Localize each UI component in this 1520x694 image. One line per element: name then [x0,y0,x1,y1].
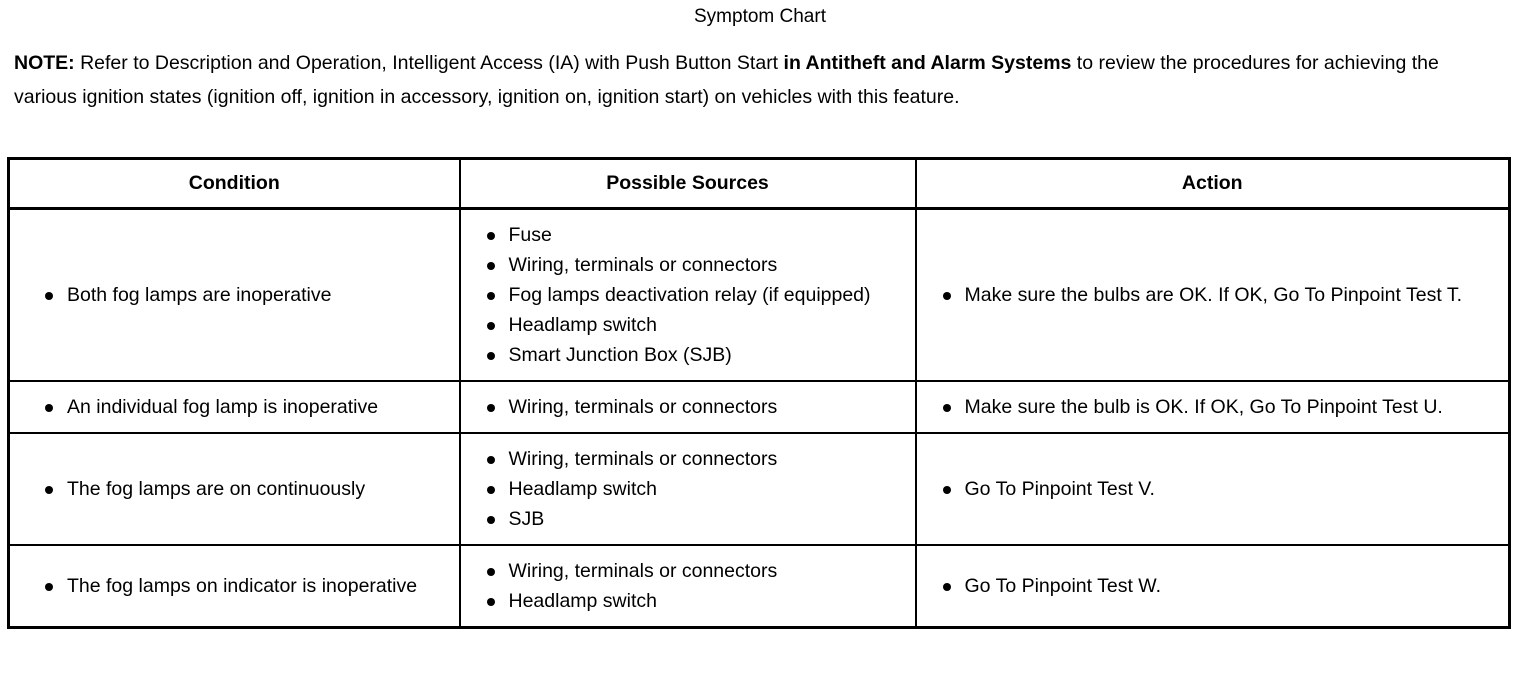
symptom-table: Condition Possible Sources Action Both f… [7,157,1511,629]
table-cell-action: Go To Pinpoint Test W. [915,544,1510,628]
bullet-list: The fog lamps are on continuously [44,474,449,504]
bullet-list: Make sure the bulb is OK. If OK, Go To P… [942,392,1499,422]
note-text-emphasis: in Antitheft and Alarm Systems [783,52,1072,74]
bullet-item: The fog lamps on indicator is inoperativ… [44,571,449,601]
table-cell-condition: The fog lamps are on continuously [8,432,461,545]
bullet-item: Fuse [486,220,905,250]
bullet-item: Fog lamps deactivation relay (if equippe… [486,280,905,310]
bullet-list: Both fog lamps are inoperative [44,280,449,310]
bullet-item: Wiring, terminals or connectors [486,392,905,422]
bullet-list: The fog lamps on indicator is inoperativ… [44,571,449,601]
bullet-list: Go To Pinpoint Test V. [942,474,1499,504]
bullet-item: Smart Junction Box (SJB) [486,340,905,370]
table-row: An individual fog lamp is inoperative Wir… [8,380,1510,433]
table-cell-action: Make sure the bulbs are OK. If OK, Go To… [916,209,1510,382]
bullet-item: SJB [486,504,905,534]
column-header-action: Action [915,158,1510,210]
bullet-list: Go To Pinpoint Test W. [942,571,1499,601]
bullet-list: An individual fog lamp is inoperative [44,392,449,422]
bullet-item: Make sure the bulb is OK. If OK, Go To P… [942,392,1499,422]
page-title: Symptom Chart [694,6,826,27]
note-text-part1: Refer to Description and Operation, Inte… [74,52,784,74]
table-cell-sources: Wiring, terminals or connectors [459,380,917,433]
bullet-item: Headlamp switch [486,586,905,616]
note-paragraph: NOTE: Refer to Description and Operation… [14,46,1506,114]
table-head: Condition Possible Sources Action [8,158,1510,210]
bullet-item: Both fog lamps are inoperative [44,280,449,310]
bullet-item: Go To Pinpoint Test V. [942,474,1499,504]
bullet-item: The fog lamps are on continuously [44,474,449,504]
column-header-condition: Condition [8,158,461,210]
bullet-item: Wiring, terminals or connectors [486,250,905,280]
bullet-item: An individual fog lamp is inoperative [44,392,449,422]
table-row: The fog lamps are on continuously Wiring,… [8,432,1510,545]
bullet-item: Wiring, terminals or connectors [486,444,905,474]
bullet-item: Wiring, terminals or connectors [486,556,905,586]
table-cell-condition: An individual fog lamp is inoperative [8,380,461,433]
table-header-row: Condition Possible Sources Action [8,158,1510,210]
table-cell-action: Go To Pinpoint Test V. [915,432,1510,545]
bullet-item: Go To Pinpoint Test W. [942,571,1499,601]
bullet-list: Wiring, terminals or connectors [486,392,905,422]
table-cell-action: Make sure the bulb is OK. If OK, Go To P… [915,380,1510,433]
note-text-part2: to review the procedures for achieving t… [14,52,1439,108]
note-label: NOTE: [14,52,75,74]
bullet-item: Headlamp switch [486,474,905,504]
column-header-possible-sources: Possible Sources [459,158,917,210]
table-cell-condition: The fog lamps on indicator is inoperativ… [8,544,461,628]
table-cell-condition: Both fog lamps are inoperative [8,208,461,381]
bullet-item: Make sure the bulbs are OK. If OK, Go To… [942,280,1499,310]
bullet-list: Make sure the bulbs are OK. If OK, Go To… [942,280,1499,310]
table-row: The fog lamps on indicator is inoperativ… [8,544,1510,628]
bullet-item: Headlamp switch [486,310,905,340]
